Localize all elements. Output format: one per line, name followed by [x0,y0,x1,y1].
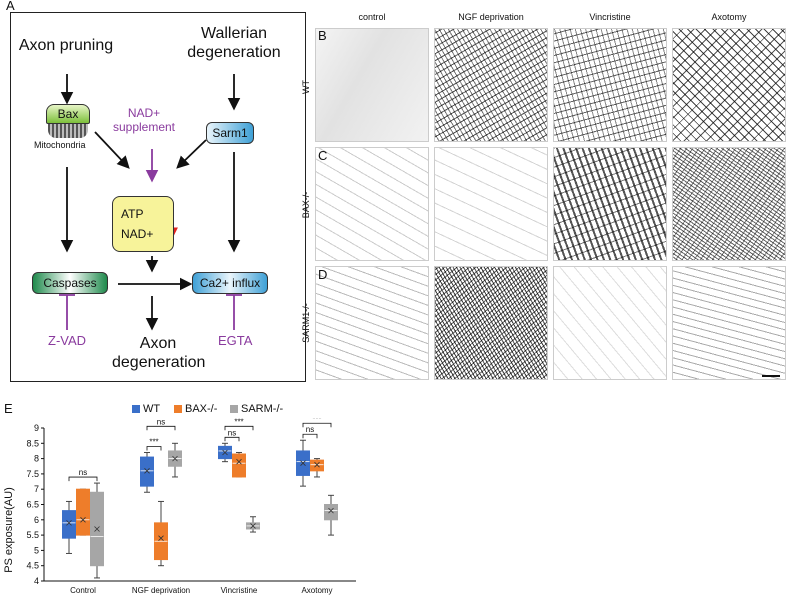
atp-nad-box: ATP NAD+ [112,196,174,252]
col-head-axotomy: Axotomy [711,12,747,22]
y-tick-label: 6.5 [26,500,39,510]
nad-label: NAD+ [121,227,154,241]
y-tick-label: 7 [34,484,39,494]
col-head-vincristine: Vincristine [589,12,631,22]
y-tick-label: 7.5 [26,469,39,479]
box-wt [140,456,154,487]
legend-bax-swatch [174,405,182,413]
panel-b-letter: B [318,28,327,43]
row-label-bax: BAX-/- [301,191,311,219]
significance-bracket [146,446,162,451]
arrow-sarm1-atp [176,139,207,169]
panel-a-letter: A [6,0,15,13]
mean-marker [314,461,320,468]
significance-label: *** [234,418,243,426]
y-tick-label: 8.5 [26,438,39,448]
mean-marker [172,455,178,462]
box-sarm [324,504,338,521]
scale-bar [762,375,780,377]
panel-c-letter: C [318,148,328,163]
legend-sarm-swatch [230,405,238,413]
significance-bracket [224,436,240,442]
legend-bax: BAX-/- [174,403,217,415]
mitochondria-label: Mitochondria [34,140,86,150]
y-tick-label: 5.5 [26,530,39,540]
ca-influx-chip: Ca2+ influx [192,272,268,294]
ps-exposure-box-chart: PS exposure(AU) 4 4.5 5 5.5 6 6.5 7 7.5 8 8.5 9Con… [3,418,356,595]
egta-label: EGTA [218,333,253,348]
box-wt [62,510,76,539]
mean-marker [144,468,150,474]
col-head-control: control [358,12,386,22]
significance-label: *** [312,418,321,423]
panel-e-letter: E [4,401,13,416]
wallerian-label: Wallerian degeneration [187,25,281,61]
y-tick-label: 8 [34,454,39,464]
micrograph-bax-ngf [434,147,548,261]
y-axis-label: PS exposure(AU) [3,487,15,573]
micrograph-bax-vincristine [553,147,667,261]
y-tick-label: 6 [34,515,39,525]
mean-marker [300,460,306,466]
axon-degeneration-label: Axon degeneration [112,335,206,371]
bax-chip: Bax [46,104,90,124]
category-label: Control [70,586,96,595]
legend-wt: WT [132,403,160,415]
y-tick-label: 9 [34,423,39,433]
category-label: Axotomy [301,586,332,595]
micrograph-sarm1-axotomy [672,266,786,380]
mean-marker [236,458,242,465]
significance-label: ns [79,468,87,477]
micrograph-wt-vincristine [553,28,667,142]
micrograph-sarm1-control [315,266,429,380]
mean-marker [158,535,164,541]
axon-pruning-label: Axon pruning [18,37,114,54]
significance-label: ns [157,418,165,426]
row-label-wt: WT [301,80,311,94]
micrograph-sarm1-ngf [434,266,548,380]
micrograph-bax-control [315,147,429,261]
significance-bracket [302,433,318,439]
row-label-sarm1: SARM1-/- [301,303,311,343]
category-label: Vincristine [221,586,258,595]
y-tick-label: 4 [34,576,39,586]
mitochondria-icon [48,124,88,138]
legend-wt-swatch [132,405,140,413]
significance-bracket [302,422,332,428]
y-tick-label: 5 [34,545,39,555]
caspases-chip: Caspases [32,272,108,294]
panel-a-diagram [10,12,306,382]
micrograph-sarm1-vincristine [553,266,667,380]
micrograph-bax-axotomy [672,147,786,261]
significance-label: ns [228,428,236,437]
mean-marker [250,523,256,529]
box-bax [310,459,324,472]
micrograph-wt-control [315,28,429,142]
mean-marker [328,507,334,514]
significance-label: ns [306,425,314,434]
significance-label: *** [149,437,158,446]
mean-marker [94,526,100,532]
arrow-bax-atp [94,131,130,169]
mean-marker [66,520,72,526]
significance-bracket [224,425,254,431]
y-tick-label: 4.5 [26,561,39,571]
box-bax [76,488,90,536]
mean-marker [80,517,86,523]
zvad-label: Z-VAD [48,333,87,348]
significance-bracket [146,425,176,431]
micrograph-wt-axotomy [672,28,786,142]
micrograph-wt-ngf [434,28,548,142]
panel-d-letter: D [318,267,328,282]
category-label: NGF deprivation [132,586,190,595]
atp-label: ATP [121,207,144,221]
mean-marker [222,449,228,456]
legend-sarm: SARM-/- [230,403,283,415]
significance-bracket [68,476,98,482]
nad-supplement-label: NAD+ supplement [112,106,176,134]
col-head-ngf: NGF deprivation [458,12,524,22]
sarm1-chip: Sarm1 [206,122,254,144]
box-bax [232,453,246,478]
